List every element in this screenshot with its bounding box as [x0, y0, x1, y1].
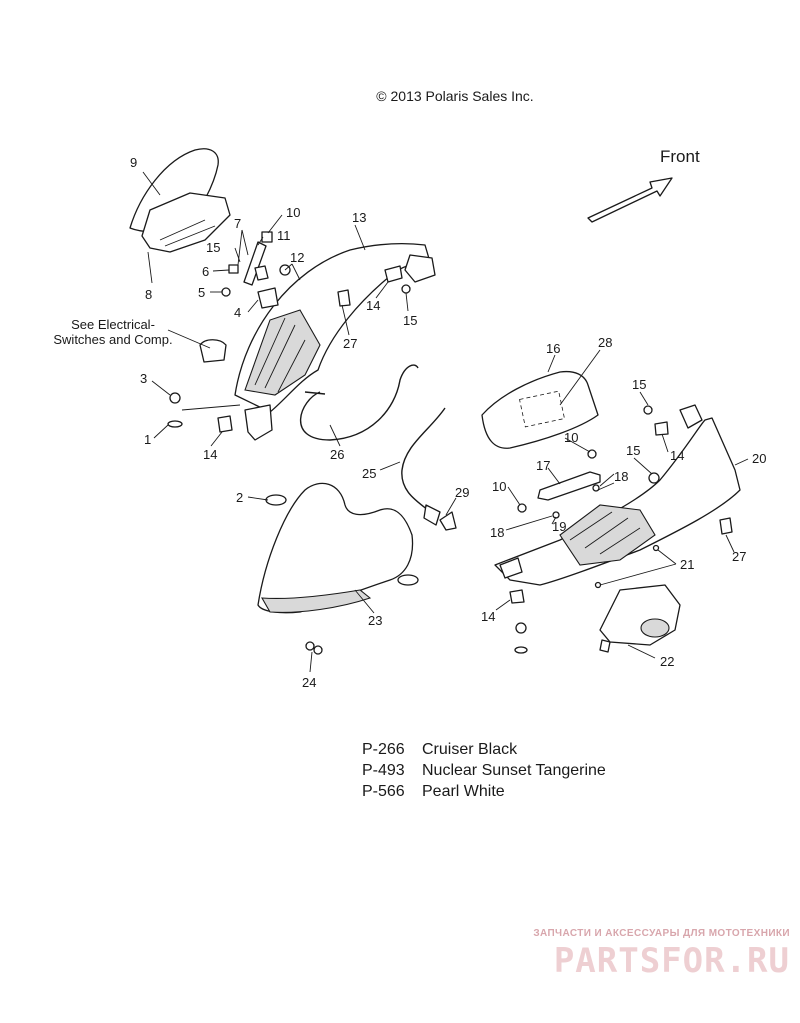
callout-22: 22: [660, 654, 674, 669]
hardware-right: [509, 405, 669, 654]
cable-26: [299, 364, 419, 441]
cupholder-22: [599, 584, 681, 653]
callout-3: 3: [140, 371, 147, 386]
callout-14-upper: 14: [366, 298, 380, 313]
callout-6: 6: [202, 264, 209, 279]
callout-16: 16: [546, 341, 560, 356]
callout-18-lower: 18: [490, 525, 504, 540]
legend-row: P-493 Nuclear Sunset Tangerine: [362, 760, 606, 781]
right-console-housing-20: [494, 404, 741, 586]
legend-row: P-566 Pearl White: [362, 781, 606, 802]
callout-28: 28: [598, 335, 612, 350]
legend-name: Cruiser Black: [422, 741, 518, 758]
legend-code: P-566: [362, 783, 405, 800]
callout-10-mid: 10: [564, 430, 578, 445]
front-arrow: [587, 177, 673, 223]
callout-11: 11: [277, 228, 291, 243]
copyright-text: © 2013 Polaris Sales Inc.: [376, 88, 534, 104]
lower-cover-23: [257, 482, 419, 614]
callout-26: 26: [330, 447, 344, 462]
callout-27-right: 27: [732, 549, 746, 564]
callout-8: 8: [145, 287, 152, 302]
callout-17: 17: [536, 458, 550, 473]
legend-code: P-493: [362, 762, 405, 779]
callout-14-left: 14: [203, 447, 217, 462]
hardware-cluster: [221, 231, 291, 309]
callout-15-right: 15: [632, 377, 646, 392]
callout-27-left: 27: [343, 336, 357, 351]
leader-lines: [142, 171, 749, 673]
callout-4: 4: [234, 305, 241, 320]
callout-19: 19: [552, 519, 566, 534]
console-cover-part: [129, 148, 231, 253]
callout-10-lower: 10: [492, 479, 506, 494]
callout-29: 29: [455, 485, 469, 500]
clips-left: [167, 265, 411, 433]
legend-name: Pearl White: [422, 783, 505, 800]
legend-code: P-266: [362, 741, 405, 758]
watermark: ЗАПЧАСТИ И АКСЕССУАРЫ ДЛЯ МОТОТЕХНИКИ PA…: [470, 928, 790, 981]
legend-row: P-266 Cruiser Black: [362, 739, 606, 760]
callout-18-upper: 18: [614, 469, 628, 484]
callout-2: 2: [236, 490, 243, 505]
callout-13: 13: [352, 210, 366, 225]
color-legend: P-266 Cruiser Black P-493 Nuclear Sunset…: [362, 739, 606, 802]
watermark-tagline: ЗАПЧАСТИ И АКСЕССУАРЫ ДЛЯ МОТОТЕХНИКИ: [533, 928, 790, 939]
legend-name: Nuclear Sunset Tangerine: [422, 762, 606, 779]
callout-12: 12: [290, 250, 304, 265]
callout-15-left: 15: [206, 240, 220, 255]
callout-15-upper: 15: [403, 313, 417, 328]
left-console-housing: [234, 242, 436, 441]
callout-21: 21: [680, 557, 694, 572]
bar-17: [537, 471, 601, 501]
electrical-note-text: See Electrical- Switches and Comp.: [53, 317, 173, 347]
callout-15-mid: 15: [626, 443, 640, 458]
callout-7: 7: [234, 216, 241, 231]
callout-1: 1: [144, 432, 151, 447]
callout-5: 5: [198, 285, 205, 300]
callout-24: 24: [302, 675, 316, 690]
bracket-29: [439, 511, 457, 531]
callout-23: 23: [368, 613, 382, 628]
electrical-note: See Electrical- Switches and Comp.: [38, 317, 188, 347]
callout-20: 20: [752, 451, 766, 466]
front-label: Front: [660, 147, 700, 166]
callout-25: 25: [362, 466, 376, 481]
watermark-brand: PARTSFOR.RU: [553, 941, 790, 981]
cable-25: [401, 407, 446, 526]
callout-14-right: 14: [670, 448, 684, 463]
screws-24: [305, 641, 323, 655]
callouts: 9 8 7 10 11 15 12 6 5 4 13 14 15 27 3 1 …: [130, 155, 766, 690]
callout-9: 9: [130, 155, 137, 170]
callout-14-lower: 14: [481, 609, 495, 624]
callout-10-left: 10: [286, 205, 300, 220]
glovebox-door-16: [481, 370, 599, 449]
